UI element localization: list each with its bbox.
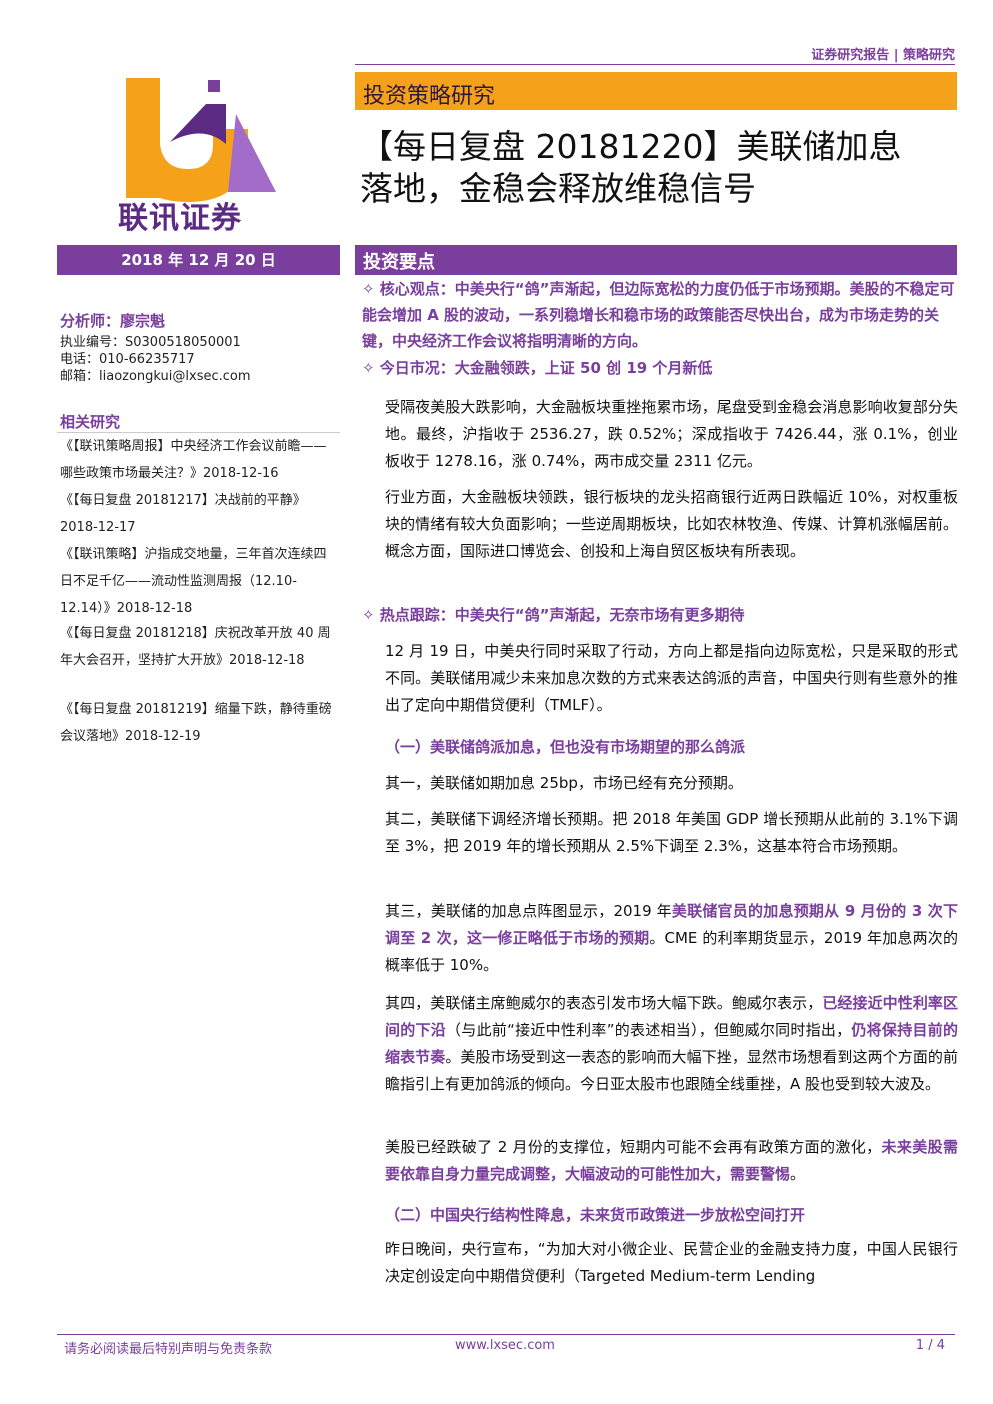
report-type-label: 证券研究报告 | 策略研究: [811, 48, 955, 63]
text-run: 。美股市场受到这一表态的影响而大幅下挫，显然市场想看到这两个方面的前瞻指引上有更…: [385, 1048, 958, 1093]
related-research-divider: [57, 432, 340, 433]
category-banner: 投资策略研究: [355, 72, 957, 110]
footer-divider: [57, 1334, 955, 1335]
text-run: 其四，美联储主席鲍威尔的表态引发市场大幅下跌。鲍威尔表示，: [385, 994, 823, 1012]
footer-disclaimer[interactable]: 请务必阅读最后特别声明与免责条款: [64, 1342, 273, 1357]
paragraph-us-stocks: 美股已经跌破了 2 月份的支撑位，短期内可能不会再有政策方面的激化，未来美股需要…: [385, 1134, 958, 1188]
report-title: 【每日复盘 20181220】美联储加息 落地，金稳会释放维稳信号: [360, 126, 960, 210]
related-item[interactable]: 《【每日复盘 20181218】庆祝改革开放 40 周年大会召开，坚持扩大开放》…: [60, 626, 331, 668]
text-run: 。CME 的利率期货显示，2019 年加息两次的概率低于 10%。: [385, 929, 958, 974]
paragraph-fed-point1: 其一，美联储如期加息 25bp，市场已经有充分预期。: [385, 774, 743, 792]
footer-page-number: 1 / 4: [915, 1338, 945, 1353]
analyst-name: 分析师：廖宗魁: [60, 312, 166, 330]
paragraph-fed-point4: 其四，美联储主席鲍威尔的表态引发市场大幅下跌。鲍威尔表示，已经接近中性利率区间的…: [385, 990, 958, 1098]
analyst-license: 执业编号：S0300518050001: [60, 335, 241, 350]
text-run: 美股已经跌破了 2 月份的支撑位，短期内可能不会再有政策方面的激化，: [385, 1138, 882, 1156]
paragraph-fed-point3: 其三，美联储的加息点阵图显示，2019 年美联储官员的加息预期从 9 月份的 3…: [385, 898, 958, 979]
paragraph-fed-point2: 其二，美联储下调经济增长预期。把 2018 年美国 GDP 增长预期从此前的 3…: [385, 810, 958, 855]
subheading-fed: （一）美联储鸽派加息，但也没有市场期望的那么鸽派: [385, 738, 746, 756]
highlight-text: 已经接近中性利率区间的下沿: [385, 994, 958, 1039]
report-title-line1: 【每日复盘 20181220】美联储加息: [360, 127, 902, 166]
highlight-text: 仍将保持目前的缩表节奏: [385, 1021, 958, 1066]
text-run: 其三，美联储的加息点阵图显示，2019 年: [385, 902, 672, 920]
related-item[interactable]: 《【每日复盘 20181219】缩量下跌，静待重磅会议落地》2018-12-19: [60, 702, 332, 744]
report-date: 2018 年 12 月 20 日: [57, 245, 340, 275]
key-point-core-view: ✧ 核心观点：中美央行“鸽”声渐起，但边际宽松的力度仍低于市场预期。美股的不稳定…: [362, 280, 955, 350]
section-header: 投资要点: [355, 245, 957, 275]
related-item[interactable]: 《【联讯策略周报】中央经济工作会议前瞻——哪些政策市场最关注？》2018-12-…: [60, 439, 327, 481]
category-banner-label: 投资策略研究: [363, 84, 496, 109]
key-point-market-today: ✧ 今日市况：大金融领跌，上证 50 创 19 个月新低: [362, 359, 713, 377]
related-research-title: 相关研究: [60, 413, 121, 431]
paragraph-industry: 行业方面，大金融板块领跌，银行板块的龙头招商银行近两日跌幅近 10%，对权重板块…: [385, 488, 958, 560]
paragraph-market-close: 受隔夜美股大跌影响，大金融板块重挫拖累市场，尾盘受到金稳会消息影响收复部分失地。…: [385, 398, 958, 470]
analyst-phone: 电话：010-66235717: [60, 352, 195, 367]
related-item[interactable]: 《【每日复盘 20181217】决战前的平静》2018-12-17: [60, 493, 306, 535]
company-logo-icon: [126, 78, 276, 202]
company-logo-text: 联讯证券: [118, 201, 242, 236]
key-point-hot-topic: ✧ 热点跟踪：中美央行“鸽”声渐起，无奈市场有更多期待: [362, 606, 745, 624]
highlight-text: 未来美股需要依靠自身力量完成调整，大幅波动的可能性加大，需要警惕: [385, 1138, 958, 1183]
paragraph-pboc: 昨日晚间，央行宣布，“为加大对小微企业、民营企业的金融支持力度，中国人民银行决定…: [385, 1240, 958, 1285]
text-run: 。: [790, 1165, 806, 1183]
section-header-label: 投资要点: [363, 252, 435, 273]
paragraph-central-banks: 12 月 19 日，中美央行同时采取了行动，方向上都是指向边际宽松，只是采取的形…: [385, 642, 958, 714]
related-item[interactable]: 《【联讯策略】沪指成交地量，三年首次连续四日不足千亿——流动性监测周报（12.1…: [60, 547, 327, 616]
report-title-line2: 落地，金稳会释放维稳信号: [360, 169, 756, 208]
highlight-text: 美联储官员的加息预期从 9 月份的 3 次下调至 2 次，这一修正略低于市场的预…: [385, 902, 958, 947]
analyst-email: 邮箱：liaozongkui@lxsec.com: [60, 369, 251, 384]
subheading-pboc: （二）中国央行结构性降息，未来货币政策进一步放松空间打开: [385, 1206, 806, 1224]
footer-website-link[interactable]: www.lxsec.com: [455, 1338, 555, 1353]
text-run: （与此前“接近中性利率”的表述相当），但鲍威尔同时指出，: [446, 1021, 852, 1039]
header-divider: [355, 64, 955, 65]
